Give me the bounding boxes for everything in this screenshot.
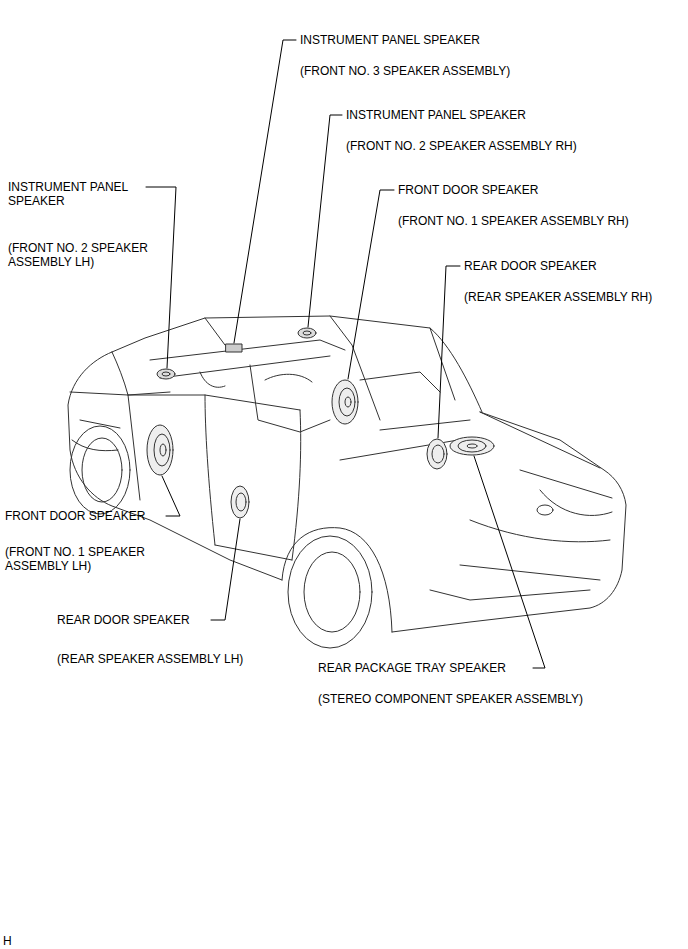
speaker-dash-lh — [157, 369, 175, 379]
speaker-dash-center — [226, 344, 242, 352]
speaker-rear-door-rh — [427, 439, 447, 469]
figure-code: H — [3, 934, 12, 948]
rear-wheel-rim — [304, 552, 360, 632]
part-name: (FRONT NO. 1 SPEAKER ASSEMBLY RH) — [398, 214, 629, 228]
part-name: (FRONT NO. 2 SPEAKER ASSEMBLY LH) — [8, 241, 160, 269]
part-label: INSTRUMENT PANEL SPEAKER — [346, 108, 526, 122]
part-label: INSTRUMENT PANEL SPEAKER — [8, 180, 146, 208]
part-name: (FRONT NO. 2 SPEAKER ASSEMBLY RH) — [346, 139, 577, 153]
car-trunk — [430, 412, 612, 600]
part-label: FRONT DOOR SPEAKER — [5, 509, 145, 523]
rear-emblem — [537, 505, 553, 515]
rear-wheel — [288, 536, 372, 648]
speaker-rear-door-lh — [231, 486, 249, 518]
speaker-package-tray — [450, 437, 494, 455]
part-name: (REAR SPEAKER ASSEMBLY LH) — [57, 652, 243, 666]
part-label: REAR PACKAGE TRAY SPEAKER — [318, 661, 506, 675]
part-name: (REAR SPEAKER ASSEMBLY RH) — [464, 290, 652, 304]
part-label: INSTRUMENT PANEL SPEAKER — [300, 33, 480, 47]
part-label: FRONT DOOR SPEAKER — [398, 183, 538, 197]
part-label: REAR DOOR SPEAKER — [464, 259, 597, 273]
part-name: (STEREO COMPONENT SPEAKER ASSEMBLY) — [318, 692, 583, 706]
wheel-arch — [282, 528, 392, 632]
car-doors — [128, 395, 301, 560]
part-label: REAR DOOR SPEAKER — [57, 613, 190, 627]
part-name: (FRONT NO. 1 SPEAKER ASSEMBLY LH) — [5, 545, 157, 573]
car-interior — [150, 340, 470, 460]
speaker-front-door-lh — [147, 425, 173, 475]
car-body — [68, 352, 626, 632]
part-name: (FRONT NO. 3 SPEAKER ASSEMBLY) — [300, 64, 510, 78]
front-wheel — [70, 426, 130, 514]
speaker-dash-rh — [298, 328, 316, 338]
leader-lines — [146, 40, 545, 668]
speaker-front-door-rh — [332, 380, 358, 424]
front-wheel-rim — [82, 438, 122, 502]
